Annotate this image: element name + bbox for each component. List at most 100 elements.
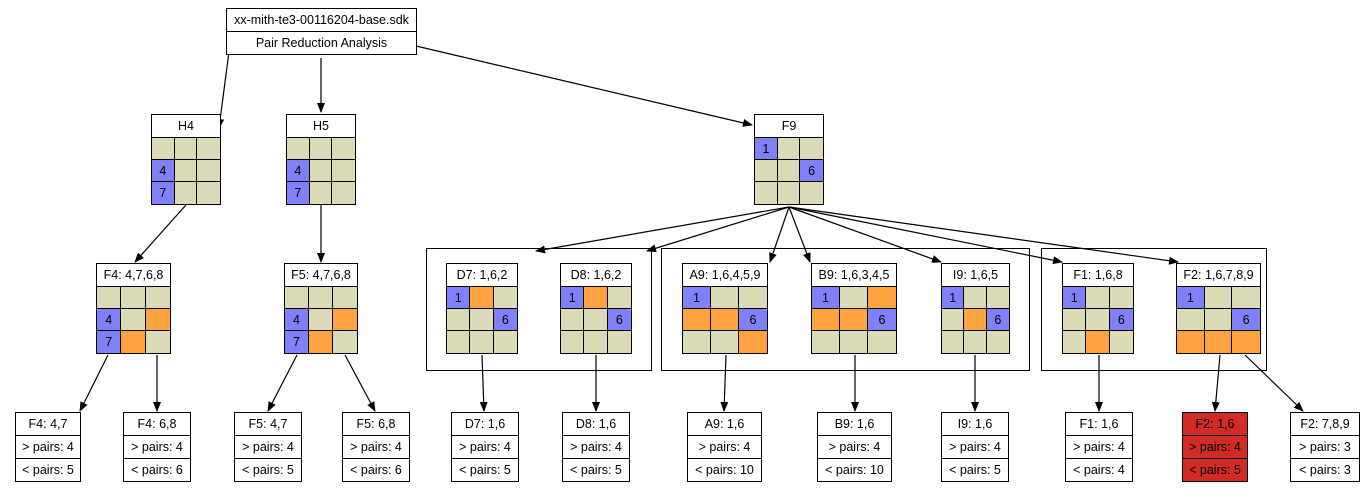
grid-cell: [121, 287, 146, 309]
grid-cell: [309, 287, 333, 309]
grid-cell: [470, 287, 494, 309]
grid-cell: [777, 138, 801, 160]
grid-cell: [1086, 287, 1110, 309]
root-node: xx-mith-te3-00116204-base.sdk Pair Reduc…: [226, 8, 417, 55]
grid-cell: [561, 309, 585, 331]
grid-cell: [1232, 331, 1260, 353]
grid-cell: [777, 182, 801, 204]
grid-cell: [1232, 287, 1260, 309]
grid-cell: [174, 138, 198, 160]
leaf-title: I9: 1,6: [957, 417, 993, 431]
leaf-greater-pairs: > pairs: 4: [16, 435, 80, 458]
leaf-title: A9: 1,6: [704, 417, 745, 431]
grid-title: F4: 4,7,6,8: [97, 264, 170, 287]
grid-cell: 7: [285, 331, 309, 353]
leaf-less-pairs: < pairs: 10: [688, 458, 761, 481]
grid-cell: [197, 138, 220, 160]
leaf-less-pairs: < pairs: 4: [1066, 458, 1132, 481]
grid-cell: [332, 138, 355, 160]
leaf-greater-pairs: > pairs: 4: [688, 435, 761, 458]
grid-cell: [1063, 309, 1087, 331]
leaf-f2-1-6-highlighted: F2: 1,6 > pairs: 4 < pairs: 5: [1182, 412, 1248, 482]
grid-cell: [986, 287, 1009, 309]
leaf-less-pairs: < pairs: 5: [942, 458, 1008, 481]
grid-cell: [964, 331, 987, 353]
grid-cell: [683, 331, 711, 353]
leaf-less-pairs: < pairs: 10: [818, 458, 891, 481]
grid-cell: [812, 331, 840, 353]
grid-cell: 1: [1177, 287, 1205, 309]
leaf-greater-pairs: > pairs: 4: [1066, 435, 1132, 458]
leaf-title: F2: 7,8,9: [1300, 417, 1350, 431]
grid-cell: [755, 160, 778, 182]
grid-cell: [1063, 331, 1087, 353]
grid-cell: [1204, 309, 1233, 331]
leaf-greater-pairs: > pairs: 4: [235, 435, 301, 458]
leaf-greater-pairs: > pairs: 4: [818, 435, 891, 458]
leaf-less-pairs: < pairs: 6: [124, 458, 190, 481]
edge-f5-f5a: [267, 354, 298, 412]
grid-cell: 6: [493, 309, 517, 331]
grid-cell: 4: [152, 160, 175, 182]
grid-cell: [711, 287, 739, 309]
grid-cell: [711, 331, 739, 353]
leaf-less-pairs: < pairs: 5: [452, 458, 518, 481]
grid-cell: 1: [561, 287, 585, 309]
grid-cell: [584, 309, 608, 331]
leaf-title: F2: 1,6: [1195, 417, 1235, 431]
leaf-f4-6-8: F4: 6,8 > pairs: 4 < pairs: 6: [123, 412, 191, 482]
grid-cell: 6: [868, 309, 896, 331]
grid-cell: 6: [1109, 309, 1133, 331]
grid-cell: [1109, 331, 1133, 353]
grid-cell: [152, 138, 175, 160]
leaf-less-pairs: < pairs: 5: [563, 458, 629, 481]
leaf-f5-6-8: F5: 6,8 > pairs: 4 < pairs: 6: [342, 412, 410, 482]
grid-cell: [607, 331, 631, 353]
grid-cell: [584, 331, 608, 353]
leaf-d7: D7: 1,6 > pairs: 4 < pairs: 5: [451, 412, 519, 482]
grid-cell: 6: [1232, 309, 1260, 331]
leaf-f4-4-7: F4: 4,7 > pairs: 4 < pairs: 5: [15, 412, 81, 482]
grid-title: I9: 1,6,5: [942, 264, 1009, 287]
grid-cell: [840, 287, 868, 309]
leaf-greater-pairs: > pairs: 4: [452, 435, 518, 458]
grid-cell: [333, 331, 357, 353]
grid-cell: [1177, 309, 1205, 331]
leaf-b9: B9: 1,6 > pairs: 4 < pairs: 10: [817, 412, 892, 482]
grid-cell: [868, 287, 896, 309]
grid-title: H5: [287, 115, 355, 138]
grid-cell: [197, 160, 220, 182]
grid-cell: 4: [97, 309, 122, 331]
grid-cell: [711, 309, 739, 331]
grid-cell: [174, 160, 198, 182]
grid-cell: [739, 331, 767, 353]
grid-cell: [309, 309, 333, 331]
edge-f4-f4a: [79, 354, 109, 412]
grid-cell: [470, 331, 494, 353]
leaf-d8: D8: 1,6 > pairs: 4 < pairs: 5: [562, 412, 630, 482]
grid-cell: [145, 287, 170, 309]
grid-title: F9: [755, 115, 823, 138]
grid-cell: [683, 309, 711, 331]
leaf-title: B9: 1,6: [834, 417, 875, 431]
leaf-greater-pairs: > pairs: 4: [1183, 435, 1247, 458]
leaf-title: F4: 4,7: [28, 417, 68, 431]
grid-cell: [942, 331, 965, 353]
grid-cell: [840, 309, 868, 331]
grid-cell: [197, 182, 220, 204]
grid-cell: [493, 331, 517, 353]
grid-cell: [986, 331, 1009, 353]
grid-cell: [287, 138, 310, 160]
